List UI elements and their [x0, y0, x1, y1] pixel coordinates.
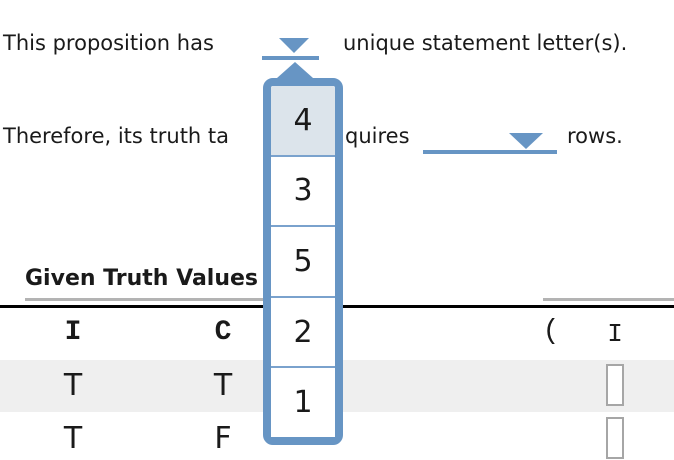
popup-caret-icon — [277, 62, 313, 78]
sentence2-prefix: Therefore, its truth ta — [3, 124, 230, 148]
sentence2-after-gap: quires — [345, 124, 410, 148]
letters-dropdown-trigger[interactable] — [262, 38, 320, 60]
row1-cell-C: T — [213, 368, 233, 403]
proposition-paren: ( — [542, 316, 560, 347]
truth-value-input[interactable] — [606, 417, 624, 459]
dropdown-option[interactable]: 1 — [271, 366, 335, 437]
dropdown-underline — [423, 150, 557, 154]
sentence1-suffix: unique statement letter(s). — [343, 31, 628, 55]
dropdown-arrow-icon — [279, 38, 309, 53]
sentence2-suffix: rows. — [567, 124, 623, 148]
dropdown-option[interactable]: 3 — [271, 154, 335, 226]
dropdown-arrow-icon — [509, 133, 543, 149]
dropdown-option[interactable]: 4 — [271, 86, 335, 155]
rows-dropdown-trigger[interactable] — [423, 133, 557, 154]
right-header-rule — [543, 298, 674, 301]
proposition-letter-I: I — [607, 319, 623, 349]
dropdown-underline — [262, 56, 319, 60]
left-header-rule — [25, 298, 340, 301]
truth-value-input[interactable] — [606, 364, 624, 406]
row2-cell-C: F — [214, 421, 232, 456]
dropdown-option[interactable]: 2 — [271, 295, 335, 367]
dropdown-option[interactable]: 5 — [271, 225, 335, 296]
row1-cell-I: T — [63, 368, 83, 403]
letters-dropdown-popup: 4 3 5 2 1 — [263, 78, 343, 445]
column-header-C: C — [214, 317, 232, 348]
truth-table-heading: Given Truth Values — [25, 266, 259, 291]
row2-cell-I: T — [63, 421, 83, 456]
sentence1-prefix: This proposition has — [3, 31, 214, 55]
column-header-I: I — [64, 317, 82, 348]
